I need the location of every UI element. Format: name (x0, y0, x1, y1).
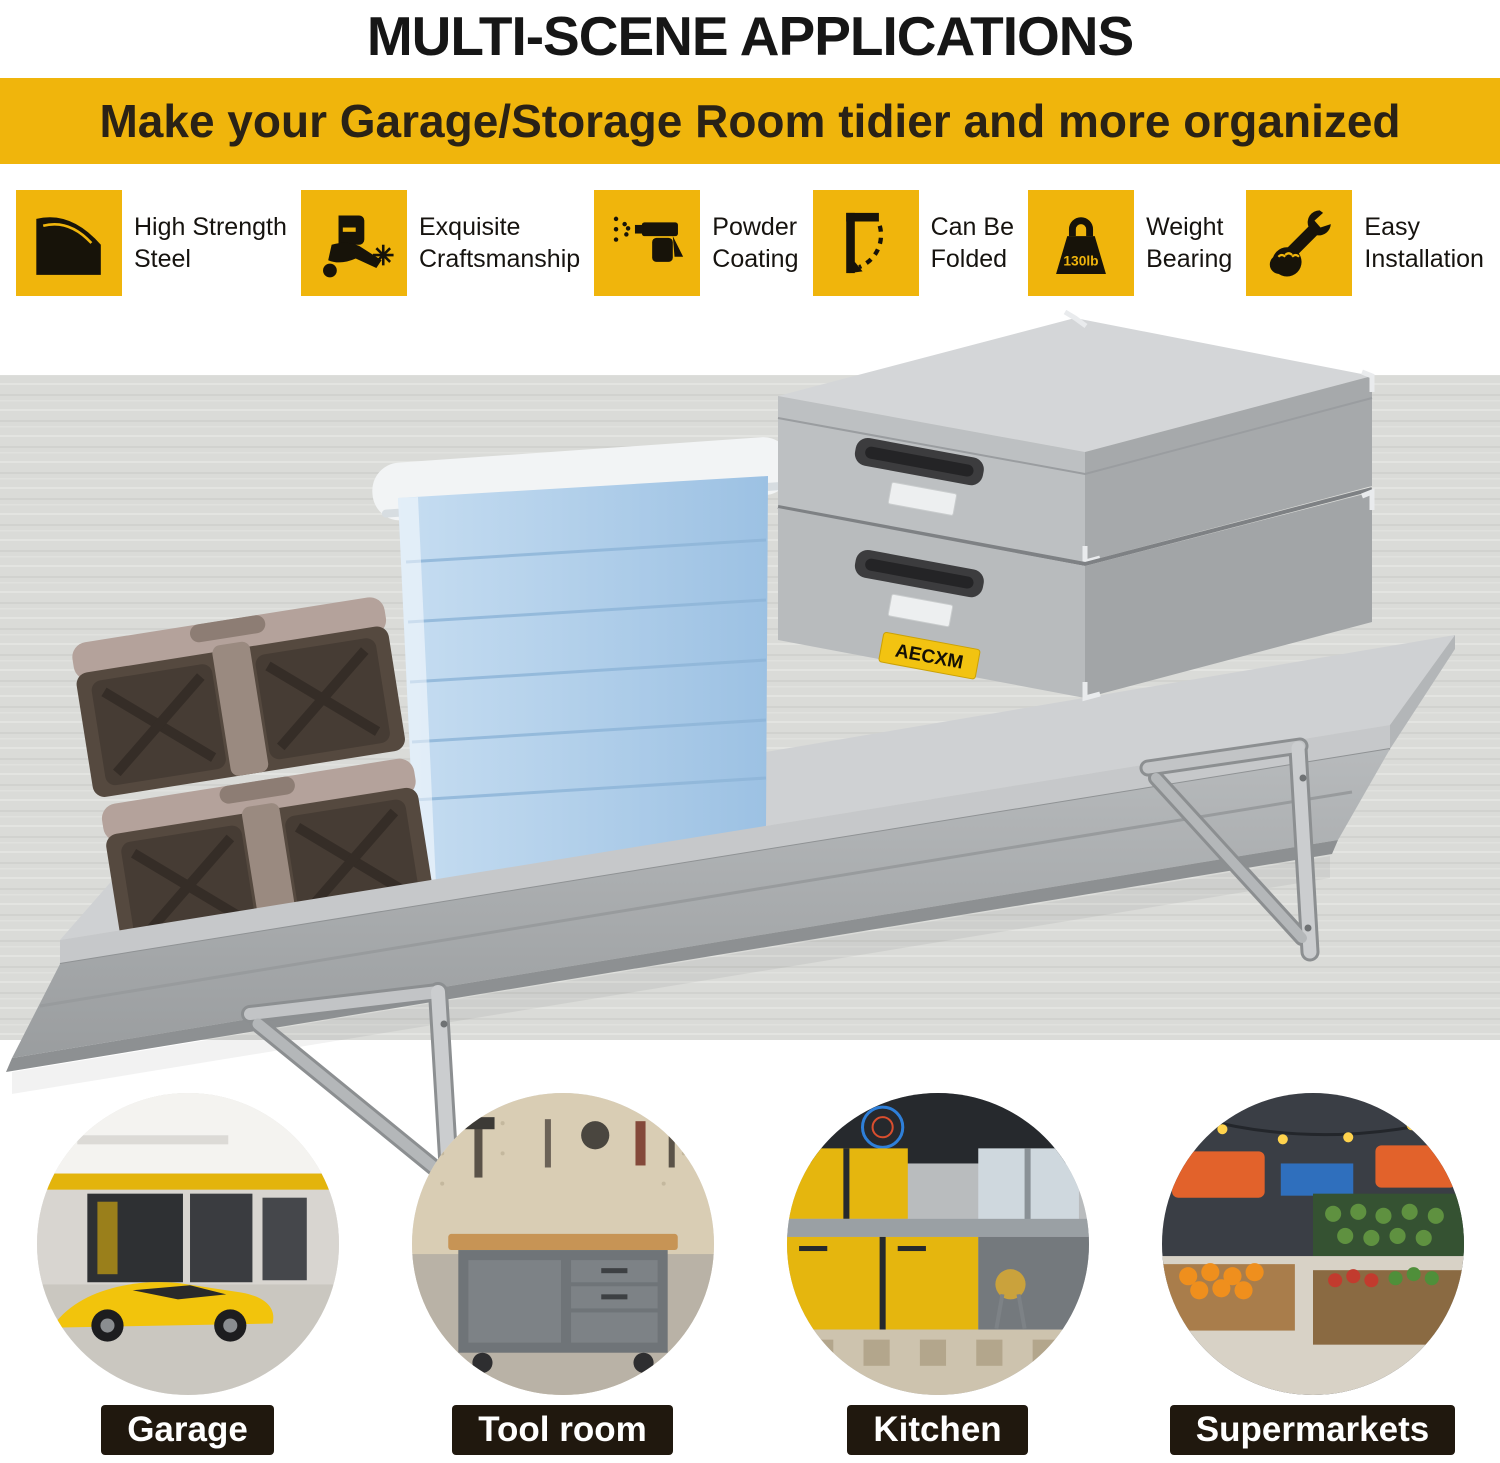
shelf-board-front (6, 635, 1455, 1094)
wall-bracket-right (1139, 737, 1320, 962)
supermarket-photo (1161, 1093, 1464, 1395)
banner-text: Make your Garage/Storage Room tidier and… (99, 95, 1401, 147)
feature-high-strength-steel: High Strength Steel (16, 190, 287, 296)
weight-badge: 130lb (1064, 253, 1099, 268)
weight-icon: 130lb (1028, 190, 1135, 296)
feature-easy-installation: Easy Installation (1246, 190, 1484, 296)
feature-row: High Strength Steel Exquisite Craftsmans… (16, 190, 1484, 296)
scene-supermarkets: Supermarkets (1125, 1093, 1500, 1455)
feature-can-be-folded: Can Be Folded (812, 190, 1014, 296)
banner-strip: Make your Garage/Storage Room tidier and… (0, 78, 1500, 164)
feature-label: High Strength Steel (134, 212, 287, 274)
scene-garage: Garage (0, 1093, 375, 1455)
garage-photo (36, 1093, 339, 1395)
scene-tool-room: Tool room (375, 1093, 750, 1455)
feature-weight-bearing: 130lb Weight Bearing (1028, 190, 1232, 296)
feature-powder-coating: Powder Coating (594, 190, 798, 296)
feature-label: Easy Installation (1364, 212, 1484, 274)
label-slot-upper (887, 481, 958, 516)
storage-boxes-gray: AECXM (777, 309, 1375, 702)
page-title: MULTI-SCENE APPLICATIONS (366, 5, 1134, 67)
welding-icon (301, 190, 407, 296)
tool-room-photo (411, 1093, 714, 1395)
scene-label-garage: Garage (101, 1405, 274, 1455)
feature-exquisite-craftsmanship: Exquisite Craftsmanship (301, 190, 580, 296)
handle-slot-upper (854, 437, 984, 486)
feature-label: Powder Coating (712, 212, 799, 274)
scene-kitchen: Kitchen (750, 1093, 1125, 1455)
spray-gun-icon (594, 190, 701, 296)
feature-label: Exquisite Craftsmanship (419, 212, 581, 274)
tool-cases (72, 597, 435, 959)
storage-bin-blue (398, 476, 768, 884)
feature-label: Can Be Folded (930, 212, 1014, 274)
fold-bracket-icon (812, 190, 919, 296)
handle-slot-lower (854, 549, 984, 598)
scene-label-supermarkets: Supermarkets (1169, 1405, 1456, 1455)
product-illustration: AECXM (0, 309, 1500, 1200)
steel-plate-icon (16, 190, 122, 296)
scenes-row: Garage (0, 1093, 1500, 1455)
kitchen-photo (786, 1093, 1089, 1395)
wrench-hand-icon (1246, 190, 1353, 296)
feature-label: Weight Bearing (1146, 212, 1233, 274)
scene-label-kitchen: Kitchen (847, 1405, 1028, 1455)
label-slot-lower (887, 593, 954, 628)
scene-label-tool-room: Tool room (452, 1405, 673, 1455)
